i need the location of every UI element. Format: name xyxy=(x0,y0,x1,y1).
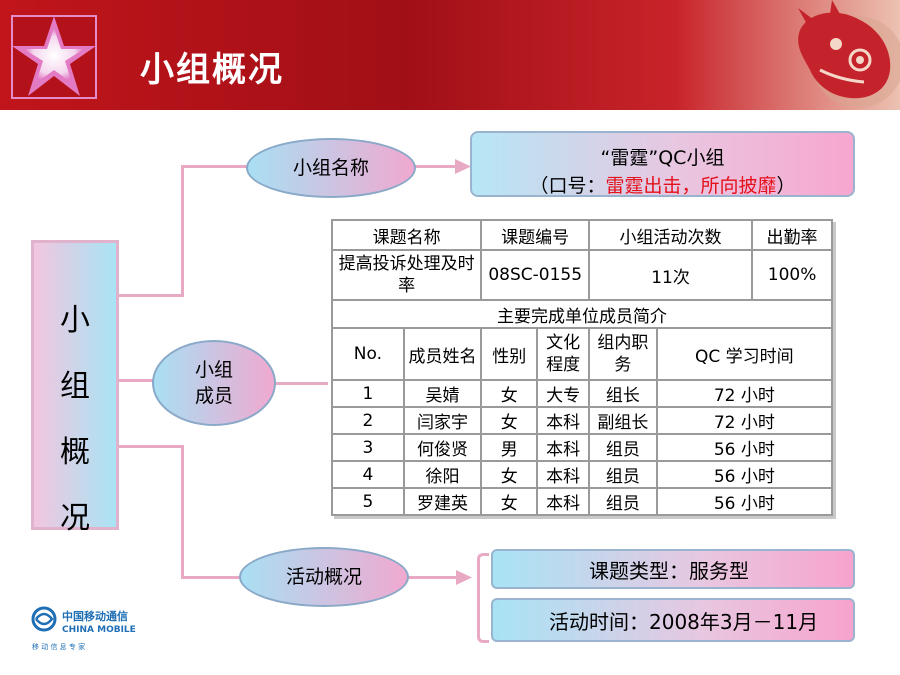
member-header-cell: 成员姓名 xyxy=(402,327,483,381)
connector xyxy=(274,382,328,385)
arrow-line xyxy=(415,165,457,168)
arrow-right-icon xyxy=(455,159,471,178)
member-header-cell: 组内职务 xyxy=(588,327,658,381)
table-cell: 女 xyxy=(480,406,539,435)
arrow-line xyxy=(408,576,458,579)
logo-en: CHINA MOBILE xyxy=(62,625,136,635)
connector xyxy=(181,576,241,579)
member-header-cell: 文化程度 xyxy=(536,327,590,381)
activity-time: 活动时间：2008年3月－11月 xyxy=(549,609,819,634)
section-title-char: 小 xyxy=(60,303,90,338)
header-banner xyxy=(0,0,900,110)
activity-type-box: 课题类型：服务型 xyxy=(491,549,855,589)
table-cell: 2 xyxy=(331,406,405,435)
table-cell: 4 xyxy=(331,460,405,489)
activity-type: 课题类型：服务型 xyxy=(589,558,749,583)
section-title-char: 组 xyxy=(60,369,90,404)
table-cell: 女 xyxy=(480,487,539,516)
connector xyxy=(119,445,183,448)
table-row: 4 徐阳 女 本科 组员 56 小时 xyxy=(331,460,834,489)
connector xyxy=(181,165,249,168)
table-cell: 56 小时 xyxy=(655,433,834,462)
table-cell: 闫家宇 xyxy=(402,406,483,435)
table-row: 提高投诉处理及时率 08SC-0155 11次 100% xyxy=(330,249,833,301)
oval-label: 小组名称 xyxy=(292,157,369,179)
section-title-box: 小 组 概 况 xyxy=(31,240,119,536)
oval-members: 小组 成员 xyxy=(152,340,276,426)
bracket xyxy=(477,553,489,643)
table-cell: 组员 xyxy=(588,487,658,516)
member-header-cell: QC 学习时间 xyxy=(655,327,834,381)
slide-title: 小组概况 xyxy=(140,50,284,90)
table-cell: 本科 xyxy=(536,406,590,435)
slogan-text: 雷霆出击，所向披靡 xyxy=(605,175,777,197)
table-cell: 大专 xyxy=(536,379,590,408)
project-code-cell: 08SC-0155 xyxy=(480,249,590,301)
attendance-cell: 100% xyxy=(751,249,833,301)
table-cell: 吴婧 xyxy=(402,379,483,408)
connector xyxy=(119,379,155,382)
table-row: No. 成员姓名 性别 文化程度 组内职务 QC 学习时间 xyxy=(331,327,834,381)
slogan-open: （口号： xyxy=(529,175,606,197)
oval-label: 成员 xyxy=(194,385,233,407)
ox-papercut-icon xyxy=(780,0,900,110)
table-row: 1 吴婧 女 大专 组长 72 小时 xyxy=(331,379,834,408)
member-header-cell: No. xyxy=(331,327,405,381)
table-cell: 3 xyxy=(331,433,405,462)
table-cell: 本科 xyxy=(536,433,590,462)
group-name-box: “雷霆”QC小组 （口号：雷霆出击，所向披靡） xyxy=(470,131,855,197)
table-cell: 本科 xyxy=(536,460,590,489)
arrow-right-icon xyxy=(456,570,472,589)
project-name-cell: 提高投诉处理及时率 xyxy=(330,249,483,301)
china-mobile-logo: 中国移动通信 CHINA MOBILE 移 动 信 息 专 家 xyxy=(30,605,160,655)
table-header-cell: 出勤率 xyxy=(751,219,833,251)
table-header-cell: 课题名称 xyxy=(330,219,483,251)
table-header-cell: 小组活动次数 xyxy=(587,219,754,251)
table-row: 2 闫家宇 女 本科 副组长 72 小时 xyxy=(331,406,834,435)
logo-cn: 中国移动通信 xyxy=(62,609,128,623)
table-header-cell: 课题编号 xyxy=(480,219,590,251)
table-row: 3 何俊贤 男 本科 组员 56 小时 xyxy=(331,433,834,462)
group-name: “雷霆”QC小组 xyxy=(600,147,725,169)
member-table: 课题名称 课题编号 小组活动次数 出勤率 提高投诉处理及时率 08SC-0155… xyxy=(330,219,834,516)
member-section-title: 主要完成单位成员简介 xyxy=(331,299,833,329)
member-header-cell: 性别 xyxy=(480,327,539,381)
table-cell: 组长 xyxy=(588,379,658,408)
connector xyxy=(181,165,184,297)
table-cell: 副组长 xyxy=(588,406,658,435)
table-row: 课题名称 课题编号 小组活动次数 出勤率 xyxy=(330,219,833,251)
section-title-char: 况 xyxy=(60,501,90,536)
table-cell: 72 小时 xyxy=(655,406,834,435)
table-row: 5 罗建英 女 本科 组员 56 小时 xyxy=(331,487,834,516)
table-cell: 女 xyxy=(480,460,539,489)
table-cell: 罗建英 xyxy=(402,487,483,516)
table-row: 主要完成单位成员简介 xyxy=(331,299,833,329)
slogan-close: ） xyxy=(776,175,796,197)
oval-group-name: 小组名称 xyxy=(246,138,416,198)
table-cell: 何俊贤 xyxy=(402,433,483,462)
logo-tagline: 移 动 信 息 专 家 xyxy=(32,642,85,651)
china-mobile-logo-icon xyxy=(31,606,57,632)
table-cell: 1 xyxy=(331,379,405,408)
oval-label: 活动概况 xyxy=(285,566,362,588)
table-cell: 72 小时 xyxy=(655,379,834,408)
table-cell: 徐阳 xyxy=(402,460,483,489)
table-cell: 男 xyxy=(480,433,539,462)
table-cell: 本科 xyxy=(536,487,590,516)
oval-label: 小组 xyxy=(194,359,233,381)
table-cell: 56 小时 xyxy=(655,487,834,516)
connector xyxy=(119,294,183,297)
activity-count-cell: 11次 xyxy=(587,249,754,301)
table-cell: 5 xyxy=(331,487,405,516)
star-icon xyxy=(8,10,100,102)
group-slogan-line: （口号：雷霆出击，所向披靡） xyxy=(472,171,853,198)
table-cell: 女 xyxy=(480,379,539,408)
table-cell: 56 小时 xyxy=(655,460,834,489)
section-title-char: 概 xyxy=(60,435,90,470)
oval-activity: 活动概况 xyxy=(239,547,409,607)
table-cell: 组员 xyxy=(588,433,658,462)
activity-time-box: 活动时间：2008年3月－11月 xyxy=(491,598,855,642)
table-cell: 组员 xyxy=(588,460,658,489)
connector xyxy=(181,445,184,579)
